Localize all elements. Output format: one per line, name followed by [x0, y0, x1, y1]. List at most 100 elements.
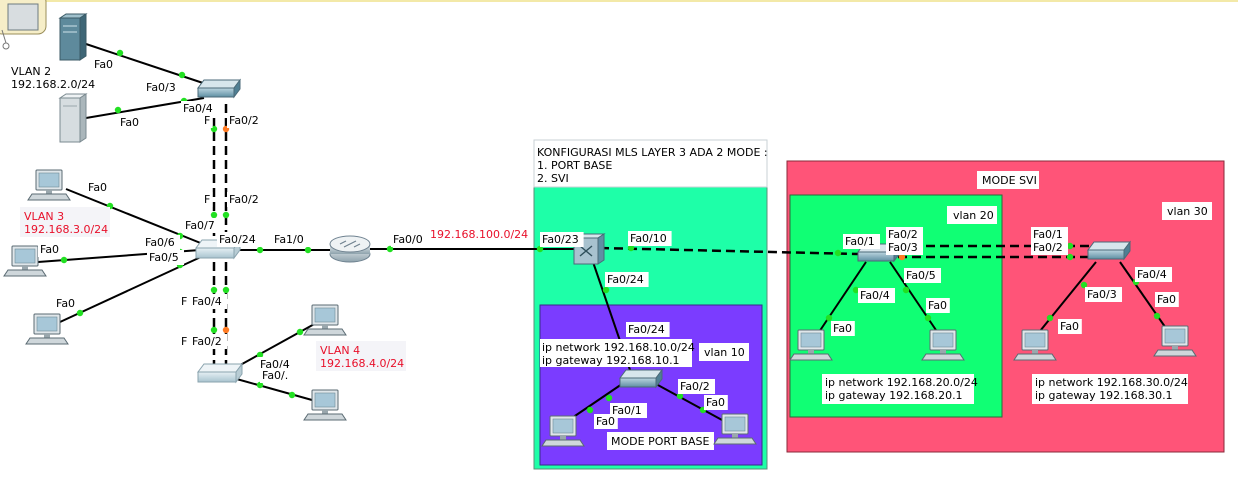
port-label-sw30-fa01: Fa0/1 [1033, 228, 1063, 241]
port-label-bg [190, 294, 227, 309]
port-label-bg [202, 113, 213, 128]
port-label-router-fa10: Fa1/0 [274, 233, 304, 246]
port-label-bg [858, 288, 895, 303]
port-label-sw20-fa04: Fa0/4 [860, 289, 890, 302]
port-label-bg [605, 272, 649, 287]
port-label-sw30-fa03: Fa0/3 [1087, 288, 1117, 301]
port-label-bg [181, 101, 218, 116]
top-strip [0, 0, 1238, 2]
port-label-pc1-fa0: Fa0 [88, 181, 107, 194]
port-label-sw20-fa03: Fa0/3 [888, 241, 918, 254]
port-label-bg [272, 232, 309, 247]
dot [586, 406, 594, 414]
dot [256, 246, 264, 254]
server-2-icon[interactable] [58, 93, 88, 143]
dot [1066, 253, 1074, 261]
port-label-core-fa05: Fa0/5 [149, 251, 179, 264]
dot [222, 286, 230, 294]
switch-vlan10-icon[interactable] [619, 369, 663, 388]
switch-vlan30-icon[interactable] [1087, 241, 1131, 260]
vlan30-label-box [1162, 202, 1212, 220]
dot [834, 249, 842, 257]
port-label-mls-fa010: Fa0/10 [630, 232, 667, 245]
link-sw20-pc20a [814, 261, 867, 339]
dot [627, 244, 635, 252]
port-label-pc10a-fa0: Fa0 [596, 415, 615, 428]
pc-3-icon[interactable] [25, 313, 69, 345]
port-label-core-fa024: Fa0/24 [219, 233, 256, 246]
dot [1080, 281, 1088, 289]
port-label-bg [926, 298, 950, 313]
port-label-bg [626, 322, 670, 337]
dot [288, 391, 296, 399]
port-label-bg [628, 231, 672, 246]
port-label-bg [183, 218, 220, 233]
port-label-bg [904, 268, 941, 283]
link-sw4-pc4b [232, 377, 313, 401]
port-label-sw4-f: F [181, 335, 187, 348]
dot [386, 245, 394, 253]
port-label-server1-fa0: Fa0 [94, 58, 113, 71]
port-label-bg [678, 379, 715, 394]
top-left-device-icon[interactable] [0, 0, 47, 50]
pc-4b-icon[interactable] [303, 389, 347, 421]
port-label-bg [227, 192, 264, 207]
mode-svi-label-box [977, 171, 1039, 189]
net30-note-box [1032, 374, 1188, 404]
port-label-bg [227, 113, 264, 128]
link-sw20-pc20b [889, 261, 941, 337]
dot [116, 49, 124, 57]
port-label-bg [217, 232, 261, 247]
port-label-pc30a-fa0: Fa0 [1060, 320, 1079, 333]
port-label-router-fa00: Fa0/0 [393, 233, 423, 246]
port-label-sw1-f: F [204, 114, 210, 127]
server-1-icon[interactable] [58, 13, 88, 61]
vlan2-note-line2: 192.168.2.0/24 [11, 78, 95, 91]
dot [602, 286, 610, 294]
dot [210, 211, 218, 219]
vlan20-label-box [947, 206, 997, 224]
router-icon[interactable] [329, 235, 371, 263]
vlan2-note-line1: VLAN 2 [11, 65, 51, 78]
mls-note-line2: 1. PORT BASE [537, 159, 612, 172]
dot [222, 326, 230, 334]
vlan4-note-box [316, 341, 406, 371]
vlan30-label: vlan 30 [1167, 205, 1208, 218]
net30-line1: ip network 192.168.30.0/24 [1035, 376, 1188, 389]
net20-note-box [822, 374, 974, 404]
dot [256, 351, 264, 359]
dot [1066, 242, 1074, 250]
vlan4-note-line1: VLAN 4 [320, 344, 360, 357]
mls-note-box [533, 139, 768, 188]
switch-4-icon[interactable] [197, 363, 243, 383]
port-label-bg [202, 192, 213, 207]
net10-line2: ip gateway 192.168.10.1 [542, 354, 680, 367]
trunk-mls-sw20 [599, 246, 859, 256]
pc-1-icon[interactable] [27, 169, 71, 201]
dot [825, 314, 833, 322]
port-label-pc10b-fa0: Fa0 [706, 396, 725, 409]
port-label-bg [1031, 227, 1068, 242]
port-label-bg [594, 414, 618, 429]
port-label-sw4-fa04: Fa0/4 [260, 358, 290, 371]
port-label-bg [179, 334, 190, 349]
dot [296, 328, 304, 336]
mls-note-line1: KONFIGURASI MLS LAYER 3 ADA 2 MODE : [537, 146, 768, 159]
port-label-bg [843, 234, 880, 249]
pc-4a-icon[interactable] [303, 304, 347, 336]
port-label-bg [92, 57, 116, 72]
vlan3-note-line1: VLAN 3 [24, 210, 64, 223]
port-label-bg [1135, 267, 1172, 282]
net30-line2: ip gateway 192.168.30.1 [1035, 389, 1173, 402]
mode-port-base-label-box [607, 432, 714, 450]
port-label-bg [118, 115, 142, 130]
switch-1-icon[interactable] [197, 79, 241, 98]
port-label-core-fa04: Fa0/4 [192, 295, 222, 308]
port-label-mls-fa023: Fa0/23 [542, 233, 579, 246]
port-label-bg [391, 232, 428, 247]
port-label-bg [540, 232, 584, 247]
port-label-pc2-fa0: Fa0 [40, 243, 59, 256]
vlan10-label-box [699, 343, 749, 361]
dot [852, 286, 860, 294]
